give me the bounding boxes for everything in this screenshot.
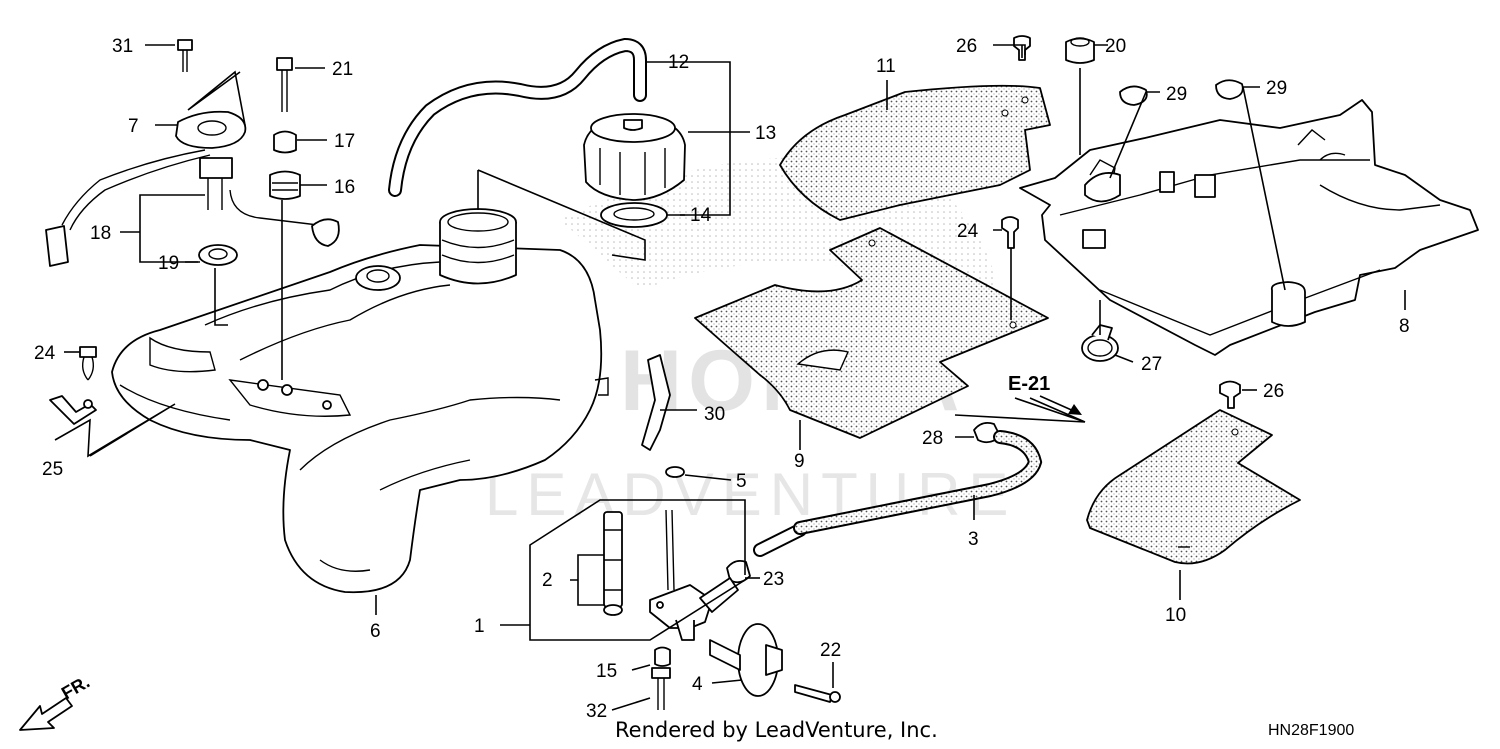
callout-25[interactable]: 25 xyxy=(42,459,63,480)
callout-29-right[interactable]: 29 xyxy=(1266,78,1287,99)
callout-11[interactable]: 11 xyxy=(876,56,896,77)
callout-20[interactable]: 20 xyxy=(1105,36,1126,57)
leader-lines xyxy=(54,44,1406,711)
fuel-hose[interactable] xyxy=(726,430,1043,584)
callout-21[interactable]: 21 xyxy=(332,59,353,80)
side-mat[interactable] xyxy=(1086,409,1301,565)
callout-5[interactable]: 5 xyxy=(736,471,747,492)
floor-mat[interactable] xyxy=(694,227,1049,439)
callout-3[interactable]: 3 xyxy=(968,529,979,550)
fuel-tank[interactable] xyxy=(111,208,609,594)
front-arrow-icon xyxy=(19,697,73,731)
callout-8[interactable]: 8 xyxy=(1399,316,1410,337)
credit-text: Rendered by LeadVenture, Inc. xyxy=(615,718,938,742)
callout-24-right[interactable]: 24 xyxy=(957,221,979,242)
filler-cap-assembly[interactable] xyxy=(388,37,686,228)
fuel-valve-assembly[interactable] xyxy=(603,354,841,710)
callout-2[interactable]: 2 xyxy=(542,570,553,591)
hardware-right[interactable] xyxy=(973,35,1244,444)
upper-mat[interactable] xyxy=(779,84,1051,221)
front-label: FR. xyxy=(58,672,93,704)
watermark-dealer: LEADVENTURE xyxy=(485,461,1016,528)
callout-9[interactable]: 9 xyxy=(794,451,805,472)
callout-12[interactable]: 12 xyxy=(668,52,689,73)
front-direction-indicator: FR. xyxy=(19,672,93,731)
mounting-frame[interactable] xyxy=(1019,99,1479,356)
callout-29-left[interactable]: 29 xyxy=(1166,84,1187,105)
callout-10[interactable]: 10 xyxy=(1165,605,1186,626)
callout-19[interactable]: 19 xyxy=(158,253,179,274)
callout-18[interactable]: 18 xyxy=(90,223,111,244)
callout-4[interactable]: 4 xyxy=(692,674,703,695)
callout-13[interactable]: 13 xyxy=(755,123,776,144)
callout-7[interactable]: 7 xyxy=(128,116,139,137)
callout-24-left[interactable]: 24 xyxy=(34,343,56,364)
callout-22[interactable]: 22 xyxy=(820,640,841,661)
callout-26-bottom[interactable]: 26 xyxy=(1263,381,1284,402)
callout-16[interactable]: 16 xyxy=(334,177,355,198)
callout-32[interactable]: 32 xyxy=(586,701,607,722)
hardware-left[interactable] xyxy=(49,39,301,425)
callout-30[interactable]: 30 xyxy=(704,404,725,425)
callout-17[interactable]: 17 xyxy=(334,131,355,152)
callout-labels: 31 7 21 17 16 18 19 24 25 6 12 13 14 11 … xyxy=(34,36,1410,722)
reference-label[interactable]: E-21 xyxy=(1008,373,1050,395)
callout-23[interactable]: 23 xyxy=(763,569,784,590)
reference-marker[interactable]: E-21 xyxy=(1008,373,1082,415)
callout-6[interactable]: 6 xyxy=(370,621,381,642)
diagram-code: HN28F1900 xyxy=(1268,722,1355,739)
callout-26-top[interactable]: 26 xyxy=(956,36,977,57)
reference-arrow-icon xyxy=(1068,404,1082,415)
callout-27[interactable]: 27 xyxy=(1141,354,1162,375)
callout-31[interactable]: 31 xyxy=(112,36,133,57)
callout-1[interactable]: 1 xyxy=(474,616,485,637)
callout-14[interactable]: 14 xyxy=(690,205,712,226)
callout-15[interactable]: 15 xyxy=(596,661,617,682)
callout-28[interactable]: 28 xyxy=(922,428,943,449)
fuel-unit[interactable] xyxy=(45,110,340,267)
